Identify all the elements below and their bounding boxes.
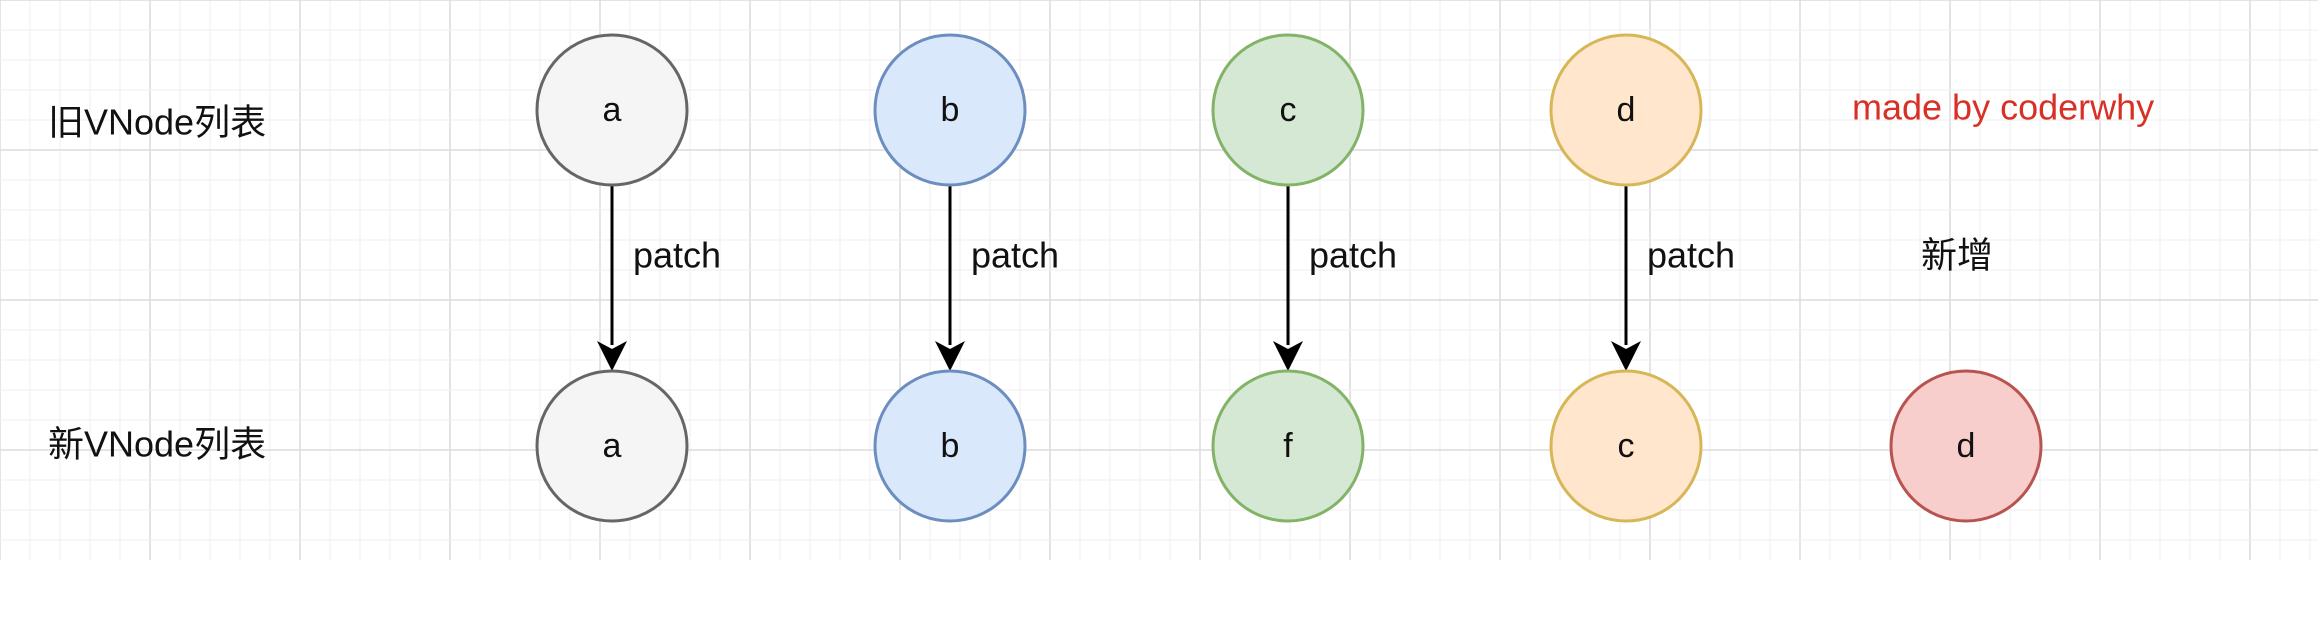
new-node-a: a (535, 369, 689, 523)
patch-label: patch (633, 235, 721, 276)
old-node-b: b (873, 33, 1027, 187)
new-node-f-circle (1211, 369, 1365, 523)
new-vnode-list-label: 新VNode列表 (48, 424, 266, 465)
new-node-c: c (1549, 369, 1703, 523)
old-node-a-circle (535, 33, 689, 187)
old-node-b-circle (873, 33, 1027, 187)
old-node-c: c (1211, 33, 1365, 187)
old-node-d: d (1549, 33, 1703, 187)
patch-edges: patch patch patch patch (597, 185, 1735, 371)
new-node-c-circle (1549, 369, 1703, 523)
new-node-b-circle (873, 369, 1027, 523)
arrow-head-icon (1611, 341, 1641, 371)
old-node-a-label: a (603, 91, 622, 129)
arrow-head-icon (935, 341, 965, 371)
patch-edge-4: patch (1611, 185, 1735, 371)
new-node-a-circle (535, 369, 689, 523)
new-node-d-label: d (1957, 427, 1976, 465)
old-node-c-circle (1211, 33, 1365, 187)
vnode-nodes: a b c d a b f c d (535, 33, 2043, 523)
old-node-d-label: d (1617, 91, 1636, 129)
patch-label: patch (1309, 235, 1397, 276)
new-node-d: d (1889, 369, 2043, 523)
new-node-f: f (1211, 369, 1365, 523)
patch-edge-3: patch (1273, 185, 1397, 371)
patch-edge-2: patch (935, 185, 1059, 371)
patch-label: patch (1647, 235, 1735, 276)
patch-label: patch (971, 235, 1059, 276)
old-node-d-circle (1549, 33, 1703, 187)
arrow-head-icon (597, 341, 627, 371)
added-node-label: 新增 (1921, 235, 1993, 276)
new-node-c-label: c (1618, 427, 1635, 465)
background-grid (0, 0, 2318, 560)
new-node-d-circle (1889, 369, 2043, 523)
arrow-head-icon (1273, 341, 1303, 371)
patch-edge-1: patch (597, 185, 721, 371)
new-node-b-label: b (941, 427, 960, 465)
old-node-c-label: c (1280, 91, 1297, 129)
old-vnode-list-label: 旧VNode列表 (48, 102, 266, 143)
new-node-f-label: f (1283, 427, 1293, 465)
watermark-text: made by coderwhy (1852, 87, 2154, 128)
new-node-a-label: a (603, 427, 622, 465)
old-node-a: a (535, 33, 689, 187)
new-node-b: b (873, 369, 1027, 523)
old-node-b-label: b (941, 91, 960, 129)
